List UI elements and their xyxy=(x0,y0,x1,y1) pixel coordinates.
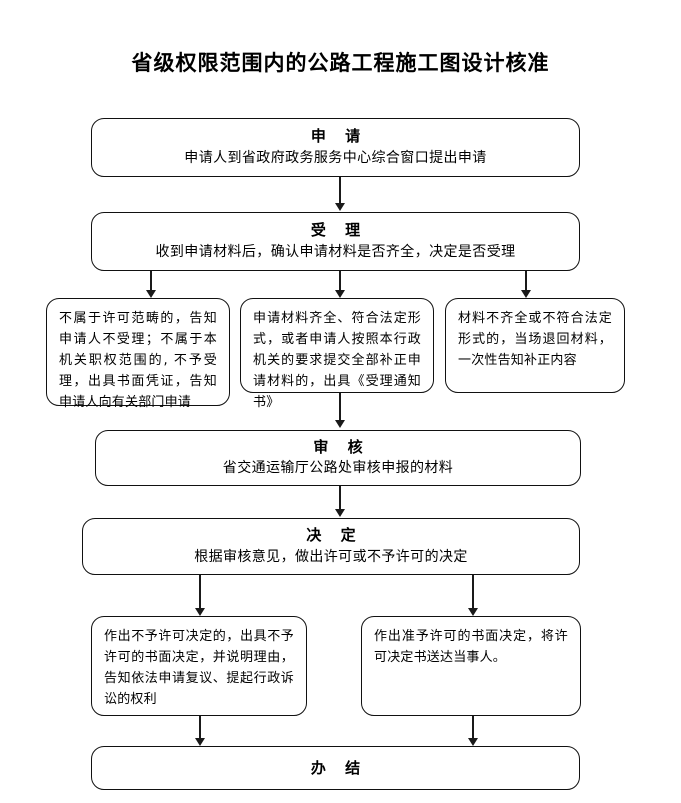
flow-node-decision-grant[interactable]: 作出准予许可的书面决定，将许可决定书送达当事人。 xyxy=(361,616,581,716)
flow-node-apply[interactable]: 申 请 申请人到省政府政务服务中心综合窗口提出申请 xyxy=(91,118,580,177)
arrowhead-apply-to-accept xyxy=(335,203,345,211)
flow-node-branch-middle[interactable]: 申请材料齐全、符合法定形式，或者申请人按照本行政机关的要求提交全部补正申请材料的… xyxy=(240,298,434,410)
flow-node-review[interactable]: 审 核 省交通运输厅公路处审核申报的材料 xyxy=(95,430,581,486)
arrowhead-accept-to-branch-right xyxy=(521,290,531,298)
connector-deny-to-finish xyxy=(199,716,201,741)
arrowhead-decide-to-grant xyxy=(468,608,478,616)
flow-node-review-body: 省交通运输厅公路处审核申报的材料 xyxy=(222,460,454,477)
arrowhead-accept-to-branch-middle xyxy=(335,290,345,298)
flow-node-decide[interactable]: 决 定 根据审核意见，做出许可或不予许可的决定 xyxy=(82,518,580,575)
connector-decide-to-deny xyxy=(199,575,201,611)
flow-node-decision-grant-body: 作出准予许可的书面决定，将许可决定书送达当事人。 xyxy=(374,629,568,666)
arrowhead-accept-to-branch-left xyxy=(146,290,156,298)
flow-node-decide-head: 决 定 xyxy=(306,526,363,545)
connector-accept-to-branch-left xyxy=(150,271,152,293)
connector-grant-to-finish xyxy=(472,716,474,741)
flow-node-apply-head: 申 请 xyxy=(310,127,368,146)
flow-node-accept[interactable]: 受 理 收到申请材料后，确认申请材料是否齐全，决定是否受理 xyxy=(91,212,580,271)
flow-node-finish[interactable]: 办 结 xyxy=(91,746,580,790)
flow-node-branch-right[interactable]: 材料不齐全或不符合法定形式的，当场退回材料，一次性告知补正内容 xyxy=(445,298,625,393)
flow-node-branch-right-body: 材料不齐全或不符合法定形式的，当场退回材料，一次性告知补正内容 xyxy=(458,311,612,369)
arrowhead-review-to-decide xyxy=(335,509,345,517)
connector-accept-to-branch-middle xyxy=(339,271,341,293)
flow-node-decision-deny-body: 作出不予许可决定的，出具不予许可的书面决定，并说明理由，告知依法申请复议、提起行… xyxy=(104,629,294,708)
flow-node-branch-left-body: 不属于许可范畴的，告知申请人不受理；不属于本机关职权范围的, 不予受理，出具书面… xyxy=(59,311,217,411)
page-title: 省级权限范围内的公路工程施工图设计核准 xyxy=(131,51,550,75)
flow-node-branch-middle-body: 申请材料齐全、符合法定形式，或者申请人按照本行政机关的要求提交全部补正申请材料的… xyxy=(253,311,421,411)
flow-node-finish-head: 办 结 xyxy=(310,758,368,777)
flow-node-accept-head: 受 理 xyxy=(310,221,368,240)
flow-node-accept-body: 收到申请材料后，确认申请材料是否齐全，决定是否受理 xyxy=(155,243,516,260)
connector-decide-to-grant xyxy=(472,575,474,611)
connector-review-to-decide xyxy=(339,486,341,512)
flow-node-decision-deny[interactable]: 作出不予许可决定的，出具不予许可的书面决定，并说明理由，告知依法申请复议、提起行… xyxy=(91,616,307,716)
arrowhead-decide-to-deny xyxy=(195,608,205,616)
flow-node-apply-body: 申请人到省政府政务服务中心综合窗口提出申请 xyxy=(184,149,487,166)
flow-node-branch-left[interactable]: 不属于许可范畴的，告知申请人不受理；不属于本机关职权范围的, 不予受理，出具书面… xyxy=(46,298,230,410)
arrowhead-branch-middle-to-review xyxy=(335,420,345,428)
connector-apply-to-accept xyxy=(339,177,341,206)
connector-branch-middle-to-review xyxy=(339,393,341,423)
arrowhead-deny-to-finish xyxy=(195,738,205,746)
flow-node-review-head: 审 核 xyxy=(313,437,370,456)
arrowhead-grant-to-finish xyxy=(468,738,478,746)
flow-node-decide-body: 根据审核意见，做出许可或不予许可的决定 xyxy=(194,548,468,565)
connector-accept-to-branch-right xyxy=(525,271,527,293)
